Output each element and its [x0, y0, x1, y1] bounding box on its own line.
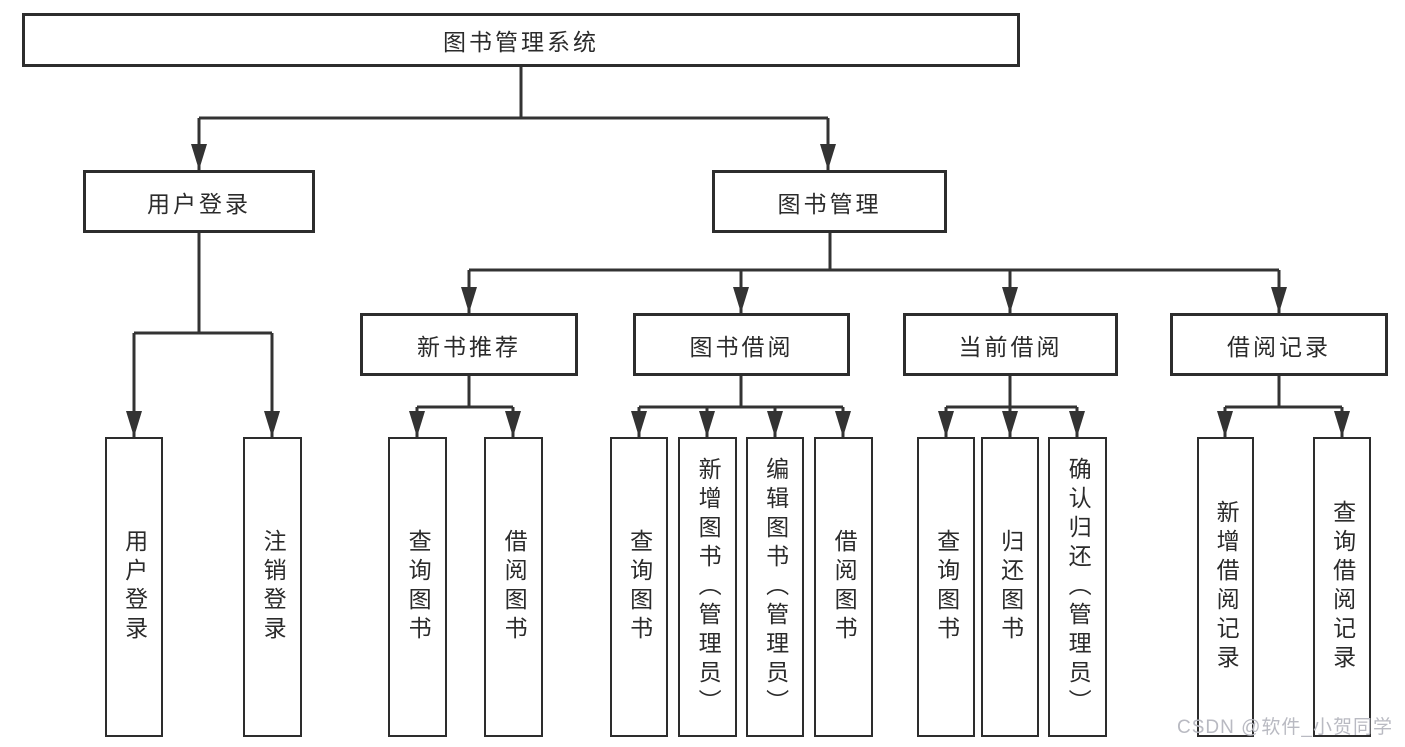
node-book-borrowing: 图书借阅: [633, 313, 850, 376]
leaf-borrow-books: 借阅图书: [814, 437, 873, 737]
leaf-user-login: 用户登录: [105, 437, 163, 737]
csdn-watermark: CSDN @软件_小贺同学: [1177, 717, 1393, 738]
leaf-return-book: 归还图书: [981, 437, 1039, 737]
leaf-logout: 注销登录: [243, 437, 302, 737]
node-library-management-system: 图书管理系统: [22, 13, 1020, 67]
leaf-add-book-admin: 新增图书（管理员）: [678, 437, 737, 737]
leaf-query-books-borrowing: 查询图书: [610, 437, 668, 737]
leaf-add-borrow-record: 新增借阅记录: [1197, 437, 1254, 737]
node-new-book-recommendation: 新书推荐: [360, 313, 578, 376]
leaf-query-books-current: 查询图书: [917, 437, 975, 737]
node-borrowing-records: 借阅记录: [1170, 313, 1388, 376]
node-current-borrowing: 当前借阅: [903, 313, 1118, 376]
leaf-query-books-recommend: 查询图书: [388, 437, 447, 737]
leaf-edit-book-admin: 编辑图书（管理员）: [746, 437, 804, 737]
leaf-query-borrow-record: 查询借阅记录: [1313, 437, 1371, 737]
node-user-login: 用户登录: [83, 170, 315, 233]
leaf-borrow-books-recommend: 借阅图书: [484, 437, 543, 737]
node-book-management: 图书管理: [712, 170, 947, 233]
leaf-confirm-return-admin: 确认归还（管理员）: [1048, 437, 1107, 737]
